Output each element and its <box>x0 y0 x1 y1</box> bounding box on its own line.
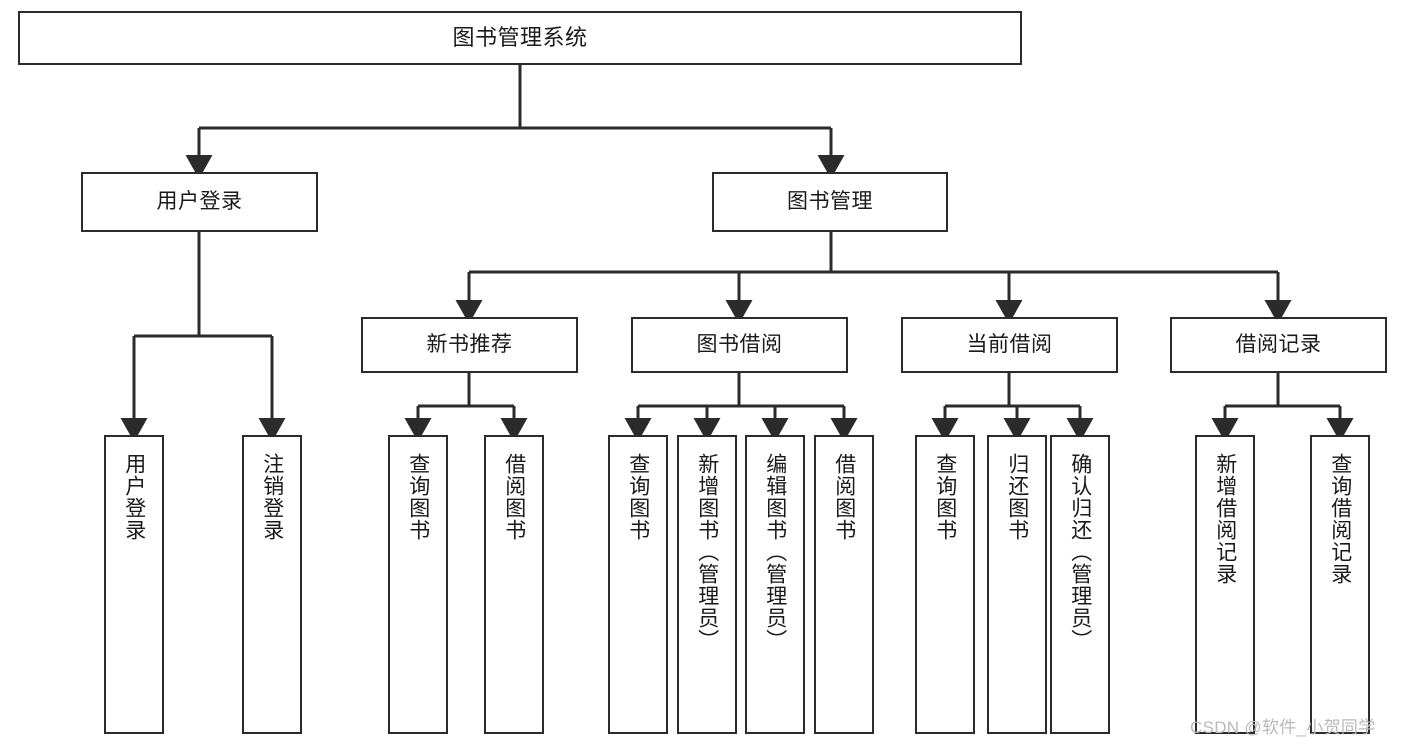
node-user-login[interactable]: 用户登录 <box>81 172 318 232</box>
node-book-manage-label: 图书管理 <box>787 189 873 213</box>
node-root[interactable]: 图书管理系统 <box>18 11 1022 65</box>
node-current-borrow[interactable]: 当前借阅 <box>901 317 1118 373</box>
node-leaf-query-book-cur-label: 查询图书 <box>933 453 957 541</box>
node-current-borrow-label: 当前借阅 <box>966 332 1053 356</box>
node-leaf-borrow-book-label: 借阅图书 <box>832 453 856 541</box>
node-leaf-query-record[interactable]: 查询借阅记录 <box>1310 435 1370 734</box>
node-leaf-user-logout[interactable]: 注销登录 <box>242 435 302 734</box>
node-leaf-edit-book[interactable]: 编辑图书（管理员） <box>745 435 805 734</box>
node-user-login-label: 用户登录 <box>156 189 243 213</box>
node-leaf-borrow-book-rec[interactable]: 借阅图书 <box>484 435 544 734</box>
node-leaf-query-book-cur[interactable]: 查询图书 <box>915 435 975 734</box>
node-leaf-return-book[interactable]: 归还图书 <box>987 435 1047 734</box>
node-leaf-confirm-return-label: 确认归还（管理员） <box>1068 453 1092 651</box>
node-leaf-return-book-label: 归还图书 <box>1005 453 1029 541</box>
node-leaf-add-record[interactable]: 新增借阅记录 <box>1195 435 1255 734</box>
node-leaf-borrow-book-rec-label: 借阅图书 <box>502 453 526 541</box>
node-leaf-add-book[interactable]: 新增图书（管理员） <box>677 435 737 734</box>
node-leaf-query-book-rec-label: 查询图书 <box>406 453 430 541</box>
node-book-borrow[interactable]: 图书借阅 <box>631 317 848 373</box>
node-leaf-add-book-label: 新增图书（管理员） <box>695 453 719 651</box>
node-leaf-query-book-borrow-label: 查询图书 <box>626 453 650 541</box>
node-book-manage[interactable]: 图书管理 <box>712 172 948 232</box>
node-leaf-user-logout-label: 注销登录 <box>260 453 284 541</box>
node-leaf-query-book-borrow[interactable]: 查询图书 <box>608 435 668 734</box>
node-leaf-query-book-rec[interactable]: 查询图书 <box>388 435 448 734</box>
node-leaf-user-login-label: 用户登录 <box>122 453 146 541</box>
node-root-label: 图书管理系统 <box>452 25 588 51</box>
node-leaf-borrow-book[interactable]: 借阅图书 <box>814 435 874 734</box>
node-leaf-edit-book-label: 编辑图书（管理员） <box>763 453 787 651</box>
node-leaf-user-login[interactable]: 用户登录 <box>104 435 164 734</box>
node-leaf-add-record-label: 新增借阅记录 <box>1213 453 1237 585</box>
node-leaf-query-record-label: 查询借阅记录 <box>1328 453 1352 585</box>
node-new-book-recommend[interactable]: 新书推荐 <box>361 317 578 373</box>
node-borrow-record-label: 借阅记录 <box>1235 332 1322 356</box>
csdn-watermark: CSDN @软件_小贺同学 <box>1190 718 1376 737</box>
node-new-book-recommend-label: 新书推荐 <box>426 332 513 356</box>
node-leaf-confirm-return[interactable]: 确认归还（管理员） <box>1050 435 1110 734</box>
node-borrow-record[interactable]: 借阅记录 <box>1170 317 1387 373</box>
node-book-borrow-label: 图书借阅 <box>696 332 783 356</box>
